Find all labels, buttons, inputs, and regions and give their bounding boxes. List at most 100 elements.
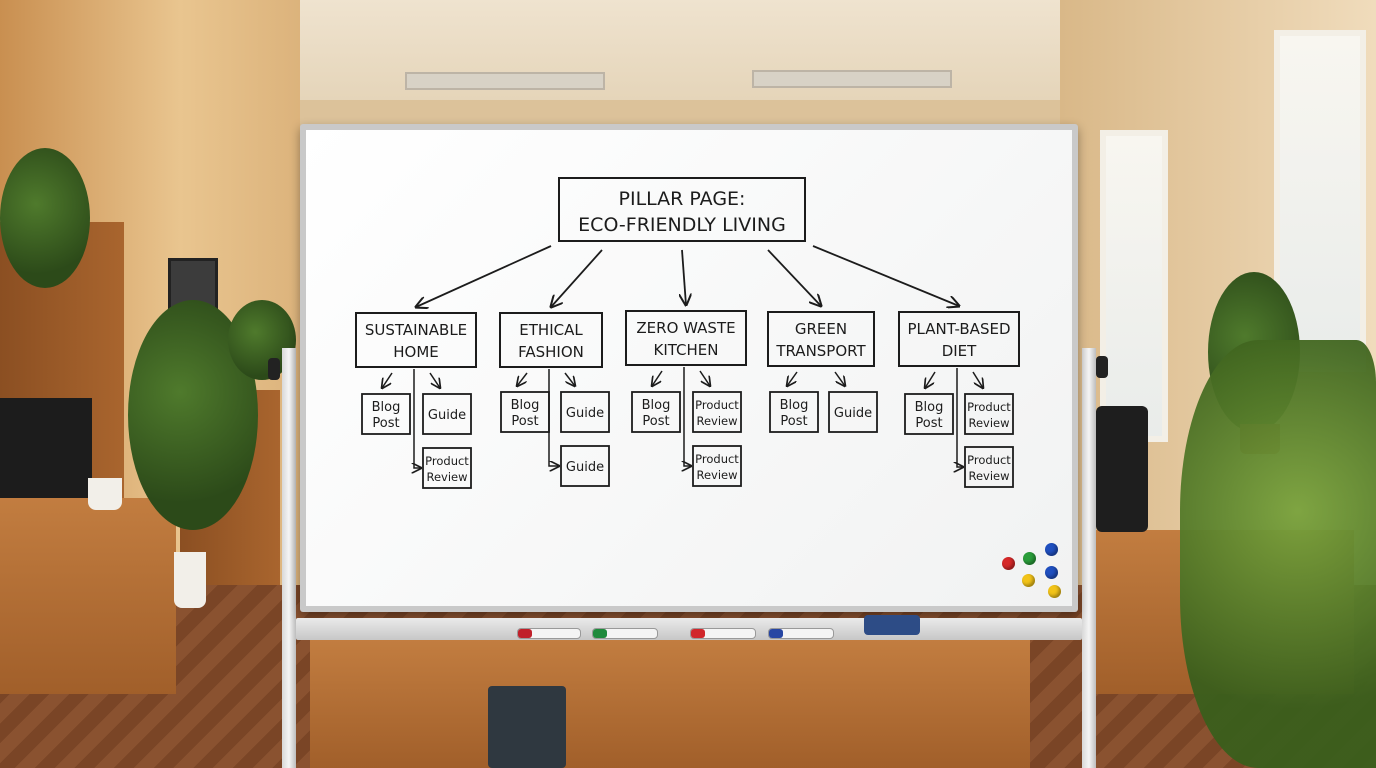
topic-label-line1: SUSTAINABLE — [365, 321, 467, 339]
content-label-line1: Blog — [372, 400, 401, 415]
child-arrow — [652, 370, 663, 386]
topic-label-line2: DIET — [942, 342, 977, 360]
child-arrow — [787, 371, 798, 386]
content-box — [361, 393, 411, 435]
content-label-line2: Review — [968, 416, 1009, 430]
desk-left — [0, 498, 176, 694]
pillar-node: PILLAR PAGE: ECO-FRIENDLY LIVING — [558, 177, 806, 242]
content-label-line1: Guide — [566, 406, 604, 421]
office-chair — [1096, 406, 1148, 532]
topic-node: ZERO WASTE KITCHEN — [625, 310, 747, 366]
topic-label-line1: PLANT-BASED — [908, 320, 1011, 338]
content-box — [422, 447, 472, 489]
palm-plant — [1180, 340, 1376, 768]
content-label-line1: Blog — [511, 398, 540, 413]
topic-label-line1: GREEN — [795, 320, 847, 338]
content-label-line2: Post — [511, 414, 538, 429]
topic-label-line2: HOME — [393, 343, 439, 361]
content-box — [422, 393, 472, 435]
topic-node: SUSTAINABLE HOME — [355, 312, 477, 368]
content-label-line2: Post — [915, 416, 942, 431]
topic-box — [355, 312, 477, 368]
stand-knob-right — [1096, 356, 1108, 378]
content-box — [500, 391, 550, 433]
topic-node: ETHICAL FASHION — [499, 312, 603, 368]
content-hierarchy-diagram: PILLAR PAGE: ECO-FRIENDLY LIVING SUSTAIN… — [355, 177, 1020, 489]
ceiling-light-left — [405, 72, 605, 90]
content-box — [631, 391, 681, 433]
magnet-blue-2 — [1045, 566, 1058, 579]
content-box — [964, 446, 1014, 488]
content-box — [560, 445, 610, 487]
child-arrow — [564, 372, 575, 386]
content-label-line2: Post — [642, 414, 669, 429]
stand-knob-left — [268, 358, 280, 380]
plant-left-shelf — [0, 148, 90, 288]
child-connector — [957, 368, 963, 467]
marker-blue — [768, 628, 834, 639]
topic-label-line1: ZERO WASTE — [636, 319, 735, 337]
content-box — [769, 391, 819, 433]
pillar-title-line1: PILLAR PAGE: — [619, 188, 746, 210]
child-connector — [414, 369, 421, 468]
content-label-line1: Blog — [780, 398, 809, 413]
content-label-line2: Review — [968, 469, 1009, 483]
pillar-arrow — [682, 249, 686, 305]
marker-tray — [296, 618, 1082, 640]
topic-label-line2: TRANSPORT — [775, 342, 866, 360]
content-box — [904, 393, 954, 435]
marker-cap — [769, 629, 783, 638]
child-arrow — [382, 372, 393, 388]
monitor — [0, 398, 92, 498]
magnet-blue — [1045, 543, 1058, 556]
child-arrow — [517, 372, 528, 386]
marker-cap — [691, 629, 705, 638]
topic-box — [625, 310, 747, 366]
content-label-line2: Review — [426, 470, 467, 484]
content-label-line2: Review — [696, 468, 737, 482]
topic-label-line1: ETHICAL — [519, 321, 583, 339]
magnet-green — [1023, 552, 1036, 565]
content-label-line1: Product — [967, 400, 1011, 414]
pillar-arrow — [416, 245, 552, 307]
topic-label-line2: KITCHEN — [654, 341, 719, 359]
child-arrow — [834, 371, 845, 386]
trash-bin — [488, 686, 566, 768]
pillar-arrow — [551, 249, 603, 307]
marker-red — [517, 628, 581, 639]
content-box — [692, 391, 742, 433]
marker-cap — [593, 629, 607, 638]
window-middle — [1100, 130, 1168, 442]
magnet-yellow — [1022, 574, 1035, 587]
content-label-line2: Review — [696, 414, 737, 428]
topic-box — [898, 311, 1020, 367]
diagram-arrows — [382, 245, 983, 468]
marker-cap — [518, 629, 532, 638]
content-label-line1: Product — [695, 452, 739, 466]
content-label-line2: Post — [780, 414, 807, 429]
child-arrow — [429, 372, 440, 388]
ceiling-light-right — [752, 70, 952, 88]
whiteboard-eraser — [864, 615, 920, 635]
magnet-red — [1002, 557, 1015, 570]
content-box — [964, 393, 1014, 435]
content-label-line1: Guide — [566, 460, 604, 475]
pillar-title-line2: ECO-FRIENDLY LIVING — [578, 214, 786, 236]
content-label-line1: Blog — [915, 400, 944, 415]
content-label-line1: Guide — [428, 408, 466, 423]
content-node: Guide — [560, 391, 610, 433]
content-label-line2: Post — [372, 416, 399, 431]
topic-label-line2: FASHION — [518, 343, 584, 361]
whiteboard-stand-right — [1082, 348, 1096, 768]
magnet-yellow-2 — [1048, 585, 1061, 598]
topic-box — [767, 311, 875, 367]
topic-node: PLANT-BASED DIET — [898, 311, 1020, 367]
desk-behind-board — [310, 640, 1030, 768]
